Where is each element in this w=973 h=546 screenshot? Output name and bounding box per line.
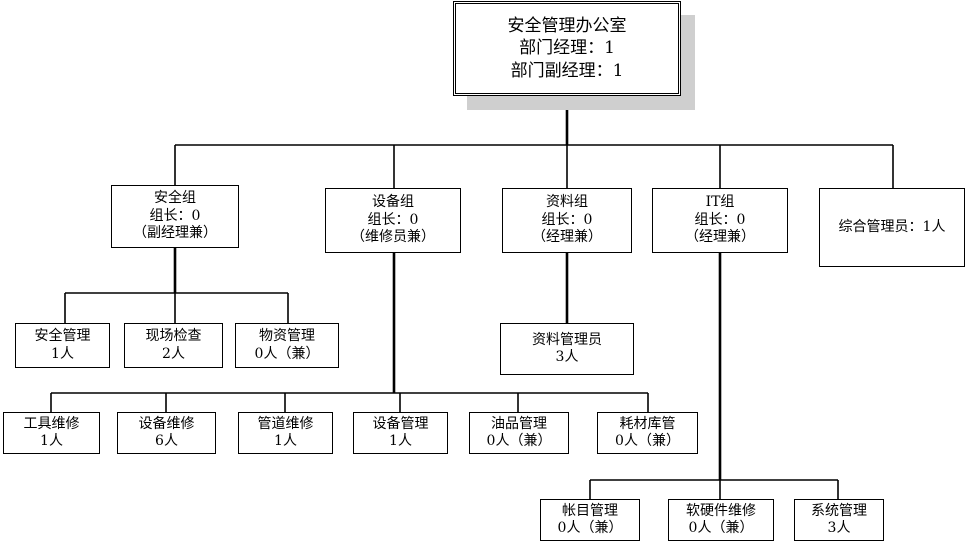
unit-count: 1人 (274, 433, 297, 449)
root-office-box: 安全管理办公室 部门经理：1 部门副经理：1 (453, 1, 681, 96)
unit-box: 帐目管理 0人（兼） (540, 499, 640, 541)
unit-box: 系统管理 3人 (794, 499, 884, 541)
unit-count: 1人 (40, 433, 63, 449)
unit-count: 3人 (827, 520, 851, 536)
root-title: 安全管理办公室 (507, 16, 627, 37)
group-safety-name: 安全组 (154, 190, 196, 207)
unit-count: 0人（兼） (254, 345, 320, 362)
unit-count: 0人（兼） (615, 433, 680, 449)
group-it-note: （经理兼） (685, 229, 755, 246)
group-equipment-leader: 组长：0 (367, 211, 419, 228)
unit-name: 设备管理 (372, 415, 429, 432)
group-equipment-note: （维修员兼） (351, 229, 435, 246)
group-safety-note: （副经理兼） (133, 225, 217, 242)
group-admin-label: 综合管理员：1人 (838, 218, 946, 235)
group-safety-leader: 组长：0 (149, 207, 201, 224)
unit-count: 0人（兼） (486, 433, 552, 449)
unit-count: 0人（兼） (688, 520, 754, 536)
unit-box: 管道维修 1人 (238, 412, 333, 454)
unit-name: 设备维修 (138, 415, 195, 432)
unit-name: 耗材库管 (619, 415, 676, 432)
group-it-box: IT组 组长：0 （经理兼） (652, 188, 788, 253)
unit-box: 油品管理 0人（兼） (469, 412, 569, 454)
group-data-name: 资料组 (546, 194, 588, 211)
unit-name: 现场检查 (145, 328, 202, 344)
unit-box: 现场检查 2人 (124, 323, 223, 368)
group-it-leader: 组长：0 (694, 211, 746, 228)
group-equipment-name: 设备组 (372, 194, 414, 211)
group-equipment-box: 设备组 组长：0 （维修员兼） (325, 188, 461, 253)
unit-count: 3人 (555, 349, 579, 365)
unit-name: 工具维修 (23, 415, 80, 432)
unit-box: 物资管理 0人（兼） (235, 323, 339, 368)
unit-count: 1人 (389, 433, 412, 449)
unit-box: 设备管理 1人 (353, 412, 448, 454)
unit-count: 6人 (155, 433, 178, 449)
unit-count: 1人 (51, 345, 74, 362)
unit-name: 油品管理 (491, 415, 547, 432)
unit-box: 工具维修 1人 (3, 412, 100, 454)
unit-box: 安全管理 1人 (15, 323, 110, 368)
root-deputy-manager: 部门副经理：1 (510, 60, 624, 81)
unit-count: 2人 (162, 345, 185, 362)
group-data-leader: 组长：0 (541, 211, 593, 228)
unit-name: 资料管理员 (532, 331, 602, 348)
unit-name: 帐目管理 (562, 502, 618, 519)
group-data-note: （经理兼） (532, 229, 602, 246)
unit-box: 软硬件维修 0人（兼） (668, 499, 774, 541)
unit-count: 0人（兼） (557, 520, 623, 536)
unit-name: 系统管理 (811, 502, 867, 519)
unit-box: 资料管理员 3人 (500, 323, 634, 375)
root-manager: 部门经理：1 (519, 38, 615, 59)
group-data-box: 资料组 组长：0 （经理兼） (502, 188, 632, 253)
unit-box: 设备维修 6人 (117, 412, 216, 454)
unit-name: 物资管理 (259, 328, 315, 344)
group-it-name: IT组 (705, 194, 735, 211)
unit-name: 安全管理 (34, 328, 91, 344)
group-safety-box: 安全组 组长：0 （副经理兼） (111, 185, 239, 248)
group-admin-box: 综合管理员：1人 (819, 188, 965, 267)
unit-name: 软硬件维修 (686, 502, 756, 519)
unit-box: 耗材库管 0人（兼） (597, 412, 698, 454)
unit-name: 管道维修 (257, 415, 314, 432)
